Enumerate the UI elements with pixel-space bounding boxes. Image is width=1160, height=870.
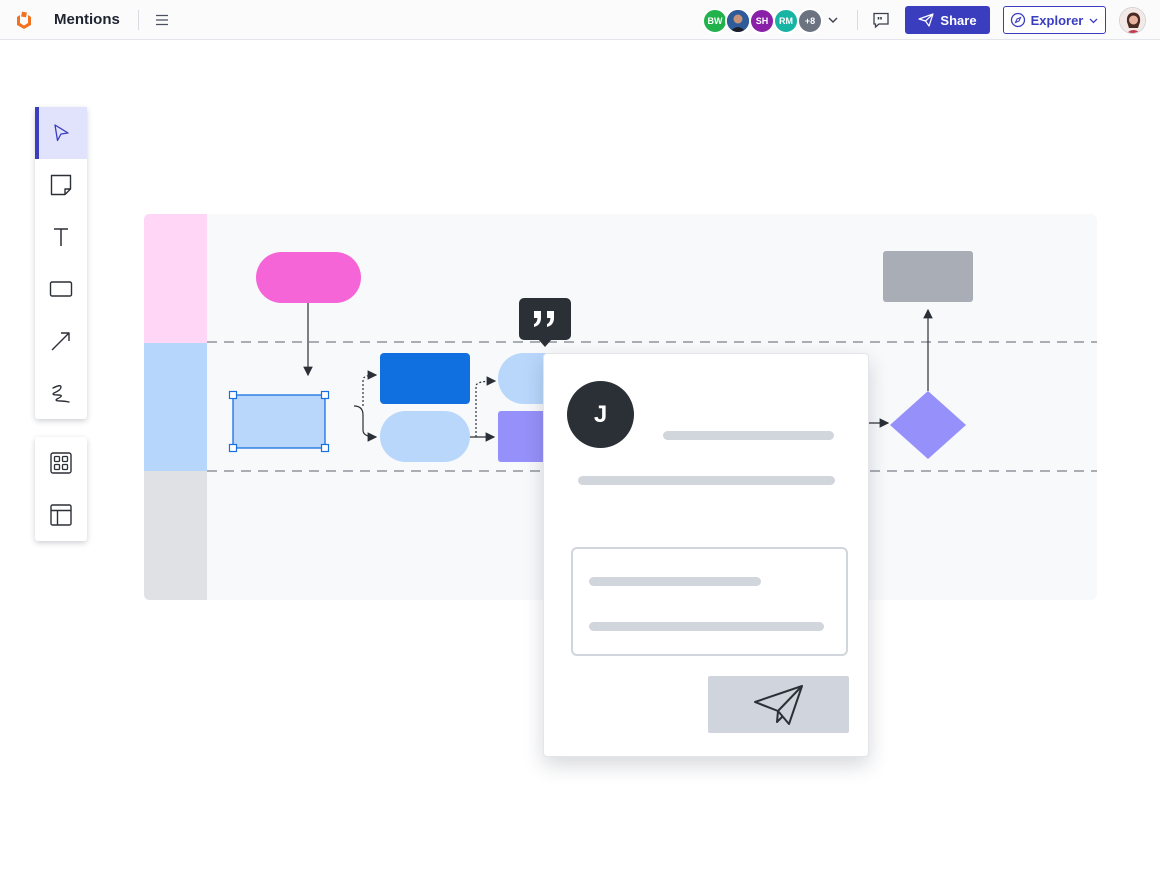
compass-icon bbox=[1010, 12, 1025, 28]
paper-plane-icon bbox=[753, 684, 803, 725]
text-t-icon bbox=[54, 228, 68, 246]
explorer-button[interactable]: Explorer bbox=[1003, 6, 1106, 34]
freehand-tool[interactable] bbox=[35, 367, 87, 419]
squiggle-pen-icon bbox=[52, 385, 70, 403]
placeholder-text-line bbox=[663, 431, 834, 440]
paper-plane-icon bbox=[918, 13, 935, 27]
sticky-note-tool[interactable] bbox=[35, 159, 87, 211]
cursor-arrow-icon bbox=[54, 124, 69, 142]
connector-dotted[interactable] bbox=[362, 370, 378, 406]
sticky-note-icon bbox=[50, 174, 72, 196]
placeholder-text-line bbox=[589, 622, 824, 631]
top-bar: Mentions BW SH RM +8 Share bbox=[0, 0, 1160, 40]
avatar-photo[interactable] bbox=[725, 8, 751, 34]
chevron-down-icon[interactable] bbox=[826, 13, 840, 27]
avatar-rm[interactable]: RM bbox=[773, 8, 799, 34]
terminator-shape-light-blue[interactable] bbox=[380, 411, 470, 462]
connector-arrow[interactable] bbox=[353, 405, 378, 442]
divider bbox=[857, 10, 858, 30]
user-avatar[interactable] bbox=[1119, 7, 1146, 34]
comment-author-avatar[interactable]: J bbox=[567, 381, 634, 448]
text-tool[interactable] bbox=[35, 211, 87, 263]
selection-handles[interactable] bbox=[228, 390, 330, 453]
start-terminator-shape[interactable] bbox=[256, 252, 361, 303]
line-tool[interactable] bbox=[35, 315, 87, 367]
placeholder-text-line bbox=[578, 476, 835, 485]
grid-shapes-icon bbox=[50, 452, 72, 474]
lane-header-gray[interactable] bbox=[144, 471, 207, 600]
select-tool[interactable] bbox=[35, 107, 87, 159]
template-tool[interactable] bbox=[35, 489, 87, 541]
tools-panel bbox=[35, 107, 87, 419]
shape-library-tool[interactable] bbox=[35, 437, 87, 489]
hamburger-menu-icon[interactable] bbox=[154, 12, 170, 28]
selected-process-shape[interactable] bbox=[232, 394, 326, 449]
avatar-sh[interactable]: SH bbox=[749, 8, 775, 34]
share-button[interactable]: Share bbox=[905, 6, 990, 34]
quote-icon bbox=[534, 311, 554, 327]
divider bbox=[138, 10, 139, 30]
shape-tool[interactable] bbox=[35, 263, 87, 315]
document-title[interactable]: Mentions bbox=[54, 11, 120, 28]
send-button[interactable] bbox=[708, 676, 849, 733]
avatar-bw[interactable]: BW bbox=[702, 8, 728, 34]
reply-input[interactable] bbox=[571, 547, 848, 656]
layout-template-icon bbox=[50, 504, 72, 526]
chevron-down-icon bbox=[1089, 18, 1098, 23]
arrow-line-icon bbox=[51, 332, 70, 351]
process-shape-dark-blue[interactable] bbox=[380, 353, 470, 404]
person-photo-icon bbox=[727, 10, 749, 32]
rectangle-icon bbox=[49, 281, 73, 297]
lane-header-pink[interactable] bbox=[144, 214, 207, 343]
user-photo-icon bbox=[1120, 8, 1145, 33]
process-shape-gray[interactable] bbox=[883, 251, 973, 302]
lane-header-blue[interactable] bbox=[144, 343, 207, 471]
decision-diamond-shape[interactable] bbox=[890, 391, 966, 459]
avatar-more[interactable]: +8 bbox=[797, 8, 823, 34]
connector-dotted[interactable] bbox=[475, 376, 497, 437]
comment-icon[interactable] bbox=[872, 11, 890, 29]
comment-panel: J bbox=[543, 353, 869, 757]
comment-marker[interactable] bbox=[519, 298, 571, 347]
placeholder-text-line bbox=[589, 577, 761, 586]
library-panel bbox=[35, 437, 87, 541]
app-logo-icon[interactable] bbox=[14, 10, 34, 30]
